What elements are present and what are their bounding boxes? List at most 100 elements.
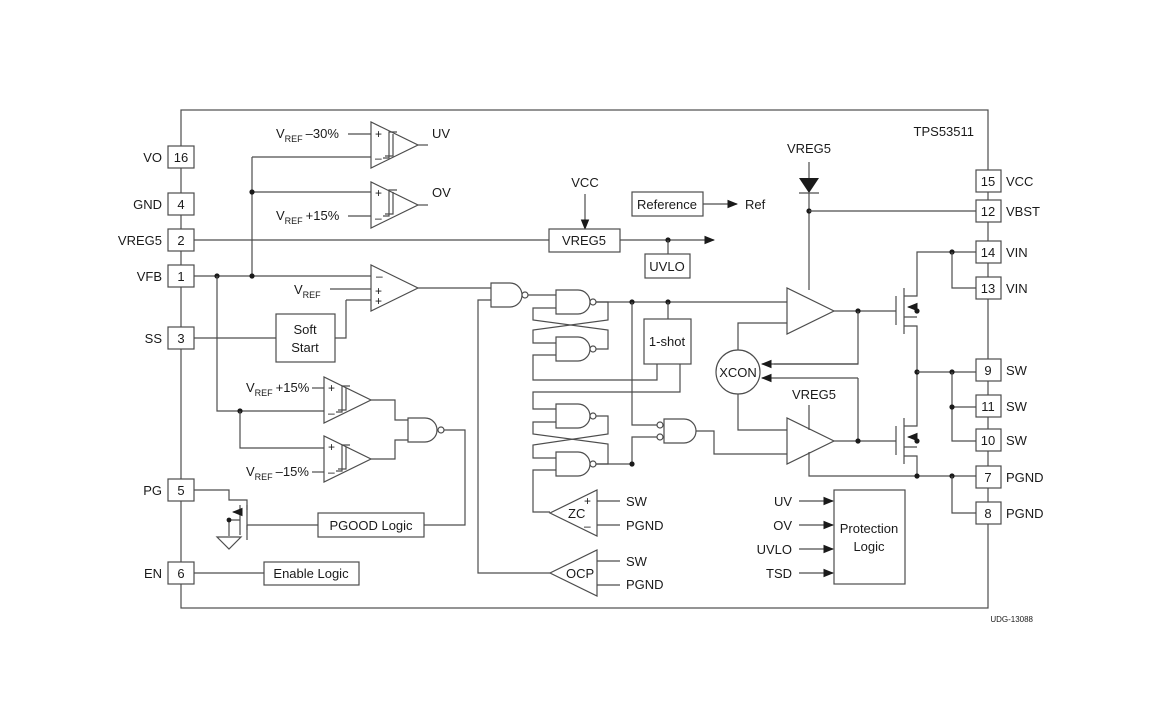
pin-vbst: 12 VBST <box>975 199 1040 223</box>
pin-vin-14: 14 VIN <box>975 240 1028 264</box>
diode-icon <box>799 178 819 193</box>
pin-vreg5: VREG5 2 <box>118 228 195 252</box>
pin-label: VREG5 <box>118 233 162 248</box>
pin-label: VO <box>143 150 162 165</box>
pgood-logic-block <box>317 512 425 538</box>
pin-en: EN 6 <box>144 561 195 585</box>
svg-text:–: – <box>376 269 383 283</box>
vreg5-label: VREG5 <box>562 233 606 248</box>
svg-text:–: – <box>375 211 382 225</box>
protection-label-1: Protection <box>840 521 899 536</box>
pin-vcc: 15 VCC <box>975 169 1033 193</box>
svg-text:+: + <box>375 284 382 298</box>
ov-comparator: + – <box>370 181 420 229</box>
protection-label-2: Logic <box>853 539 885 554</box>
pin-number: 3 <box>177 331 184 346</box>
pin-label: VFB <box>137 269 162 284</box>
one-shot-label: 1-shot <box>649 334 686 349</box>
svg-text:+: + <box>328 440 335 454</box>
uv-vref-label: VREF–30% <box>276 126 339 144</box>
enable-logic-label: Enable Logic <box>273 566 349 581</box>
protection-input-uv: UV <box>774 494 835 509</box>
pin-number: 1 <box>177 269 184 284</box>
soft-start-label-1: Soft <box>293 322 317 337</box>
pin-number: 5 <box>177 483 184 498</box>
ref-output-label: Ref <box>745 197 766 212</box>
pin-label: SW <box>1006 363 1028 378</box>
pin-pg: PG 5 <box>143 478 195 502</box>
vreg5-top-label: VREG5 <box>787 141 831 156</box>
low-side-driver <box>786 417 836 465</box>
pin-number: 4 <box>177 197 184 212</box>
pin-number: 14 <box>981 245 995 260</box>
pin-label: SS <box>145 331 163 346</box>
pin-vin-13: 13 VIN <box>975 276 1028 300</box>
pgood-nand-gate <box>407 417 438 443</box>
svg-text:–: – <box>584 519 591 533</box>
low-side-and-gate <box>663 418 697 444</box>
one-shot-block <box>643 318 692 365</box>
pin-number: 15 <box>981 174 995 189</box>
zc-pgnd-label: PGND <box>626 518 664 533</box>
pin-label: PGND <box>1006 506 1044 521</box>
pin-vfb: VFB 1 <box>137 264 195 288</box>
pin-number: 11 <box>981 399 995 414</box>
pin-number: 13 <box>981 281 995 296</box>
xcon-label: XCON <box>719 365 757 380</box>
svg-text:+: + <box>375 294 382 308</box>
svg-text:+: + <box>375 186 382 200</box>
pg-hi-vref-label: VREF+15% <box>246 380 310 398</box>
pin-number: 7 <box>984 470 991 485</box>
pin-number: 16 <box>174 150 188 165</box>
vref-label: VREF <box>294 282 321 300</box>
pin-sw-10: 10 SW <box>975 428 1028 452</box>
svg-text:TSD: TSD <box>766 566 792 581</box>
pin-sw-9: 9 SW <box>975 358 1028 382</box>
enable-logic-block <box>263 561 360 586</box>
pin-pgnd-7: 7 PGND <box>975 465 1044 489</box>
soft-start-block <box>275 313 336 363</box>
pin-label: SW <box>1006 399 1028 414</box>
pwm-comparator: – + + <box>370 264 420 312</box>
protection-input-uvlo: UVLO <box>757 542 835 557</box>
pin-ss: SS 3 <box>145 326 195 350</box>
soft-start-label-2: Start <box>291 340 319 355</box>
ocp-label: OCP <box>566 566 594 581</box>
zc-sw-label: SW <box>626 494 648 509</box>
pin-gnd: GND 4 <box>133 192 195 216</box>
protection-input-ov: OV <box>773 518 835 533</box>
ground-icon <box>215 536 243 550</box>
svg-text:UVLO: UVLO <box>757 542 792 557</box>
pin-label: VIN <box>1006 281 1028 296</box>
input-nand-gate <box>490 282 523 308</box>
pin-number: 6 <box>177 566 184 581</box>
zc-label: ZC <box>568 506 585 521</box>
reference-block <box>631 191 704 217</box>
uv-comparator: + – <box>370 121 420 169</box>
pin-number: 8 <box>984 506 991 521</box>
vcc-label: VCC <box>571 175 598 190</box>
pin-number: 9 <box>984 363 991 378</box>
pin-number: 10 <box>981 433 995 448</box>
svg-text:+: + <box>375 127 382 141</box>
svg-text:+: + <box>584 494 591 508</box>
svg-text:UV: UV <box>774 494 792 509</box>
pin-label: EN <box>144 566 162 581</box>
reference-label: Reference <box>637 197 697 212</box>
protection-input-tsd: TSD <box>766 566 835 581</box>
protection-logic-block <box>833 489 906 585</box>
pin-label: VCC <box>1006 174 1033 189</box>
pin-vo: VO 16 <box>143 145 195 169</box>
pin-number: 12 <box>981 204 995 219</box>
ocp-pgnd-label: PGND <box>626 577 664 592</box>
pin-sw-11: 11 SW <box>975 394 1028 418</box>
svg-text:+: + <box>328 381 335 395</box>
high-side-driver <box>786 287 836 335</box>
vreg5-low-label: VREG5 <box>792 387 836 402</box>
pin-label: GND <box>133 197 162 212</box>
ov-output-label: OV <box>432 185 451 200</box>
pin-label: PGND <box>1006 470 1044 485</box>
pin-label: VBST <box>1006 204 1040 219</box>
svg-text:–: – <box>328 465 335 479</box>
ov-vref-label: VREF+15% <box>276 208 340 226</box>
